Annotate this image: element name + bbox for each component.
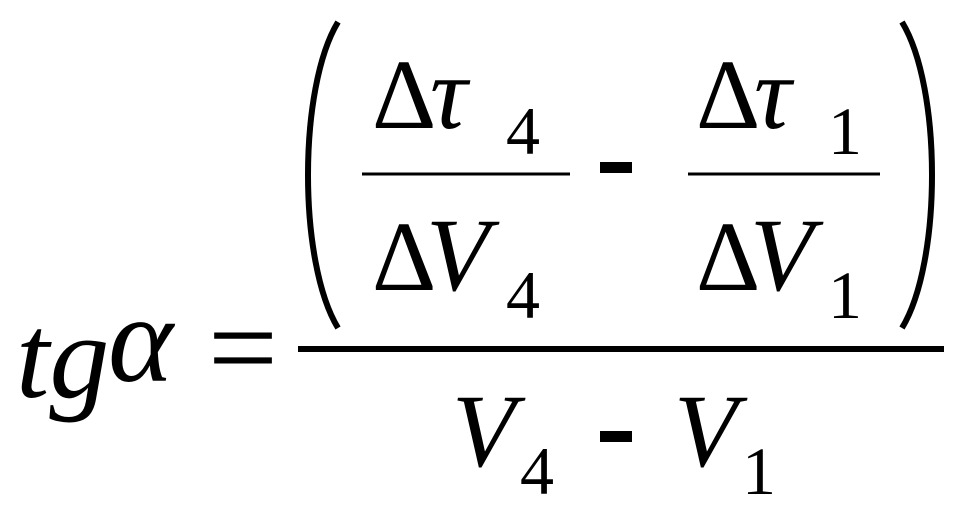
delta-symbol: Δ bbox=[372, 39, 436, 150]
denominator-minus-sign bbox=[600, 431, 632, 442]
equals-sign: = bbox=[208, 279, 278, 416]
left-parenthesis bbox=[305, 20, 341, 330]
inner-fraction-2: Δ τ 1 Δ V 1 bbox=[688, 36, 880, 333]
subscript-1: 1 bbox=[828, 257, 862, 333]
numerator-minus-sign bbox=[600, 162, 632, 173]
delta-symbol: Δ bbox=[696, 201, 760, 312]
v-symbol: V bbox=[452, 374, 526, 489]
delta-symbol: Δ bbox=[372, 201, 436, 312]
subscript-1: 1 bbox=[742, 433, 776, 509]
lhs: tg α = bbox=[16, 271, 278, 423]
subscript-4: 4 bbox=[506, 257, 540, 333]
tau-symbol: τ bbox=[754, 36, 795, 151]
subscript-4: 4 bbox=[520, 433, 554, 509]
delta-symbol: Δ bbox=[696, 39, 760, 150]
subscript-1: 1 bbox=[828, 93, 862, 169]
tau-symbol: τ bbox=[430, 36, 471, 151]
alpha-symbol: α bbox=[108, 271, 176, 408]
v-symbol: V bbox=[674, 374, 748, 489]
v-symbol: V bbox=[750, 198, 824, 313]
tg-function: tg bbox=[16, 290, 109, 423]
right-parenthesis bbox=[899, 20, 935, 330]
inner-fraction-1: Δ τ 4 Δ V 4 bbox=[362, 36, 570, 333]
denominator: V 4 V 1 bbox=[452, 374, 776, 509]
v-symbol: V bbox=[426, 198, 500, 313]
subscript-4: 4 bbox=[506, 93, 540, 169]
